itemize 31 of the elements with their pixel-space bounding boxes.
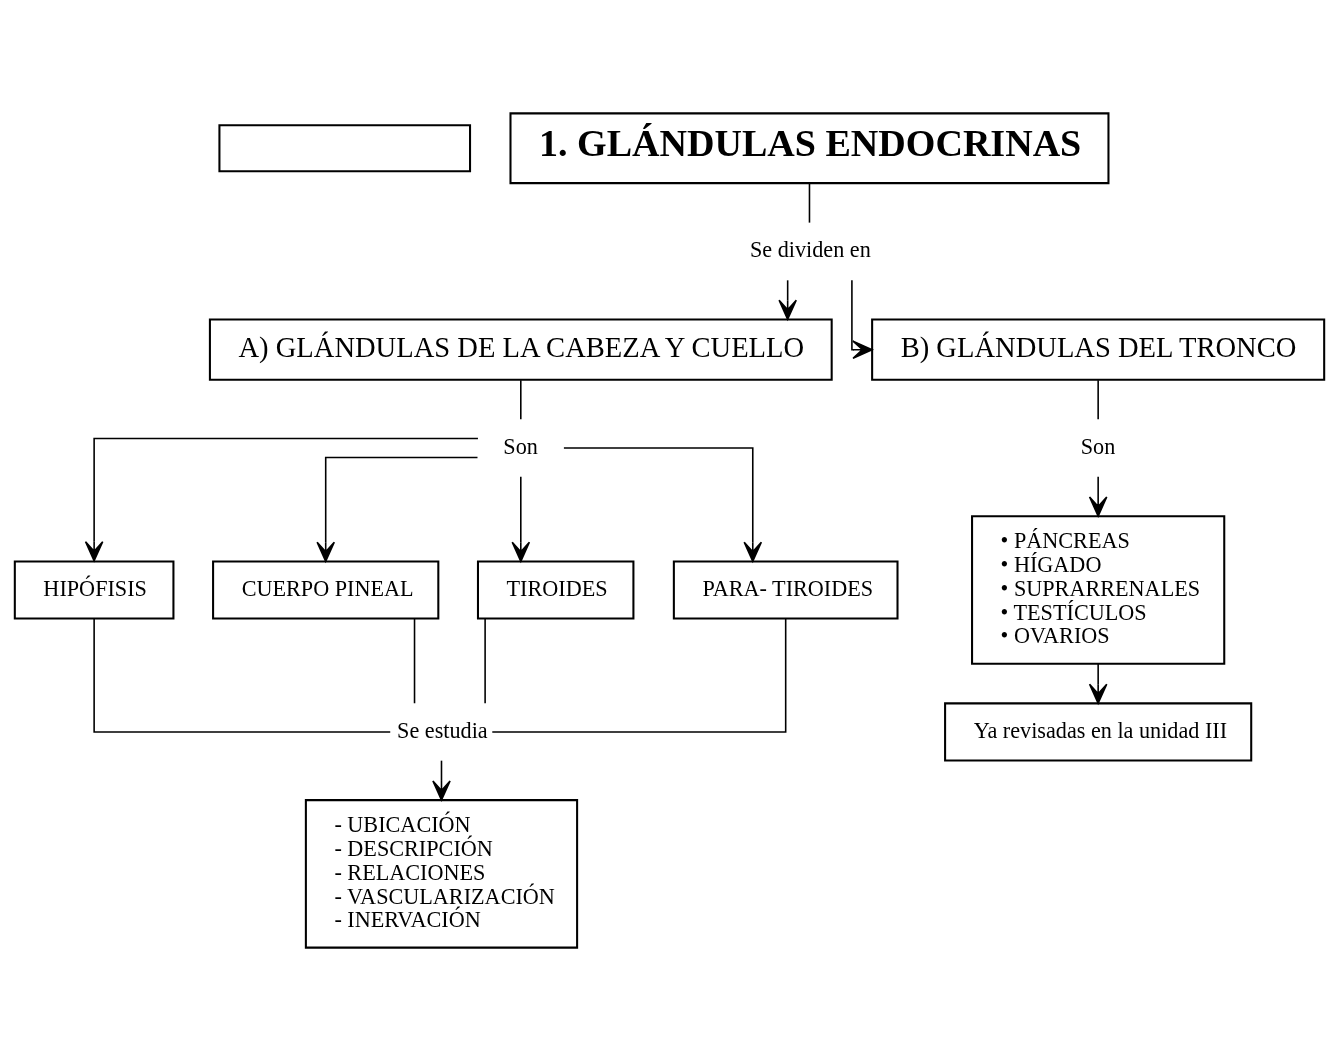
- node-box: B) GLÁNDULAS DEL TRONCO: [871, 318, 1326, 381]
- arrow: [563, 446, 763, 562]
- connector: [520, 378, 522, 420]
- node-box: TIROIDES: [476, 559, 635, 620]
- arrow: [316, 456, 479, 562]
- connector: [484, 617, 486, 704]
- connector: [808, 181, 811, 223]
- node-box: [218, 123, 472, 172]
- arrow: [432, 759, 451, 801]
- node-box: A) GLÁNDULAS DE LA CABEZA Y CUELLO: [208, 318, 833, 381]
- node-text: Son: [1080, 433, 1116, 459]
- arrow: [778, 279, 798, 320]
- node-box: PARA- TIROIDES: [672, 559, 899, 620]
- arrow: [1088, 475, 1108, 517]
- arrow: [84, 437, 479, 562]
- arrow: [851, 279, 873, 359]
- connector: [491, 617, 787, 733]
- node-text: Se estudia: [397, 717, 488, 743]
- node-box: - UBICACIÓN - DESCRIPCIÓN - RELACIONES - VASCULARIZACIÓN - INERVACIÓN: [304, 798, 579, 949]
- connector: [1097, 378, 1099, 420]
- node-text: Se dividen en: [750, 236, 871, 262]
- node-box: Ya revisadas en la unidad III: [944, 701, 1253, 761]
- node-box: • PÁNCREAS • HÍGADO • SUPRARRENALES • TESTÍCULOS • OVARIOS: [971, 514, 1226, 665]
- connector: [413, 617, 416, 704]
- node-box: HIPÓFISIS: [13, 559, 175, 620]
- node-box: CUERPO PINEAL: [212, 559, 440, 620]
- node-box: 1. GLÁNDULAS ENDOCRINAS: [509, 111, 1110, 184]
- connector: [93, 617, 392, 733]
- arrow: [1088, 662, 1108, 704]
- node-text: Son: [503, 433, 538, 459]
- arrow: [511, 475, 531, 562]
